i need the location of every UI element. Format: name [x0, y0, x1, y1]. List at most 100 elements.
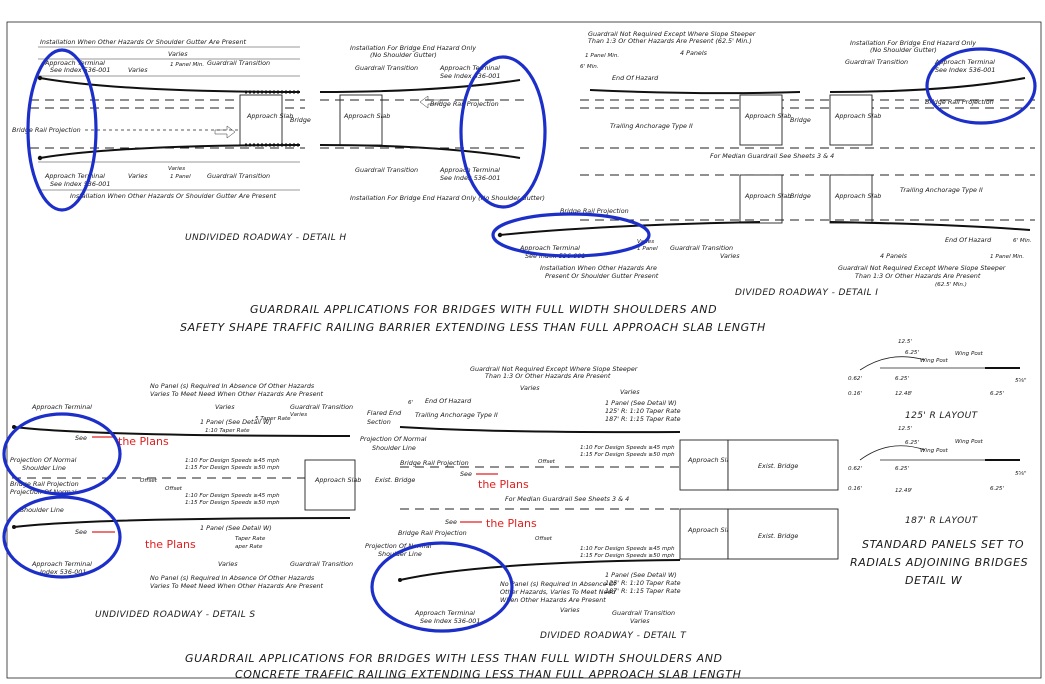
- svg-text:Exist. Bridge: Exist. Bridge: [758, 462, 798, 470]
- svg-text:1:15 For Design Speeds ≥50 mph: 1:15 For Design Speeds ≥50 mph: [580, 452, 675, 458]
- svg-text:Guardrail Not Required Except: Guardrail Not Required Except Where Slop…: [838, 264, 1006, 272]
- svg-text:Trailing Anchorage Type II: Trailing Anchorage Type II: [610, 122, 693, 130]
- annotation-circle-t: [370, 541, 514, 633]
- svg-text:Installation When Other Hazard: Installation When Other Hazards Are: [540, 264, 657, 272]
- svg-text:Wing Post: Wing Post: [920, 358, 949, 364]
- svg-text:See Index 536-001: See Index 536-001: [50, 180, 110, 188]
- svg-text:See Index 536-001: See Index 536-001: [50, 66, 110, 74]
- annotation-circle-h-left: [26, 48, 98, 212]
- detail-i-title: DIVIDED ROADWAY - DETAIL I: [735, 288, 878, 298]
- svg-text:Exist. Bridge: Exist. Bridge: [375, 476, 415, 484]
- svg-text:Present Or Shoulder Gutter Pre: Present Or Shoulder Gutter Present: [545, 272, 659, 280]
- svg-text:Approach Terminal: Approach Terminal: [31, 403, 92, 411]
- detail-t: Guardrail Not Required Except Where Slop…: [360, 365, 839, 641]
- detail-h-top-install: Installation When Other Hazards Or Shoul…: [40, 38, 246, 46]
- svg-text:1:15 For Design Speeds ≥50 mph: 1:15 For Design Speeds ≥50 mph: [185, 465, 280, 471]
- svg-text:Guardrail Transition: Guardrail Transition: [355, 166, 418, 174]
- svg-text:Bridge Rail Projection: Bridge Rail Projection: [398, 529, 467, 537]
- layout-125: 125' R LAYOUT: [905, 411, 979, 421]
- svg-text:6': 6': [408, 400, 413, 406]
- detail-h-title: UNDIVIDED ROADWAY - DETAIL H: [185, 233, 347, 243]
- svg-text:Varies: Varies: [560, 606, 580, 614]
- svg-text:12.5': 12.5': [898, 339, 912, 345]
- annotation-circle-i-bottom: [491, 212, 651, 258]
- annotation-circle-s-top: [2, 412, 122, 496]
- svg-text:Approach Slab: Approach Slab: [343, 112, 390, 120]
- svg-text:Shoulder Line: Shoulder Line: [20, 506, 64, 514]
- the-plans-note-3: the Plans: [478, 478, 529, 491]
- layout-187: 187' R LAYOUT: [905, 516, 979, 526]
- svg-text:Approach Slab: Approach Slab: [687, 456, 734, 464]
- detail-h-guardrail-transition: Guardrail Transition: [207, 59, 270, 67]
- svg-text:Approach Terminal: Approach Terminal: [439, 64, 500, 72]
- svg-text:No Panel (s) Required In Absen: No Panel (s) Required In Absence Of Othe…: [150, 382, 315, 390]
- svg-text:See Index 536-001: See Index 536-001: [420, 617, 480, 625]
- svg-text:1:10 For Design Speeds ≥45 mph: 1:10 For Design Speeds ≥45 mph: [580, 546, 675, 552]
- sheet-border: [6, 21, 1042, 679]
- svg-text:125' R: 1:10 Taper Rate: 125' R: 1:10 Taper Rate: [605, 579, 681, 587]
- detail-w: 12.5' 6.25' Wing Post Wing Post 0.62' 0.…: [848, 339, 1028, 587]
- svg-text:12.49': 12.49': [895, 488, 913, 494]
- svg-text:187' R: 1:15 Taper Rate: 187' R: 1:15 Taper Rate: [605, 587, 681, 595]
- svg-text:Wing Post: Wing Post: [955, 439, 984, 445]
- svg-text:See: See: [445, 518, 457, 526]
- annotation-circle-i-top: [925, 47, 1037, 125]
- svg-text:Varies: Varies: [630, 617, 650, 625]
- svg-text:Than 1:3 Or Other Hazards Are: Than 1:3 Or Other Hazards Are Present: [855, 272, 981, 280]
- heading-1-line1: GUARDRAIL APPLICATIONS FOR BRIDGES WITH …: [250, 303, 717, 316]
- svg-text:5⅝": 5⅝": [1015, 471, 1027, 477]
- svg-text:STANDARD PANELS SET TO: STANDARD PANELS SET TO: [862, 538, 1024, 551]
- svg-text:1:10 For Design Speeds ≥45 mph: 1:10 For Design Speeds ≥45 mph: [185, 458, 280, 464]
- svg-text:Varies: Varies: [620, 388, 640, 396]
- svg-text:Varies To Meet Need When Other: Varies To Meet Need When Other Hazards A…: [150, 390, 324, 398]
- the-plans-note-1: the Plans: [118, 435, 169, 448]
- svg-text:For Median Guardrail See Sheet: For Median Guardrail See Sheets 3 & 4: [505, 495, 629, 503]
- svg-text:Bridge Rail Projection: Bridge Rail Projection: [10, 480, 79, 488]
- svg-text:See Index 536-001: See Index 536-001: [440, 72, 500, 80]
- svg-text:Than 1:3 Or Other Hazards Are: Than 1:3 Or Other Hazards Are Present (6…: [588, 37, 752, 45]
- svg-text:1:15 For Design Speeds ≥50 mph: 1:15 For Design Speeds ≥50 mph: [580, 553, 675, 559]
- svg-text:When Other Hazards Are Present: When Other Hazards Are Present: [500, 596, 606, 604]
- detail-h-bridge-rail-projection: Bridge Rail Projection: [12, 126, 81, 134]
- detail-s: No Panel (s) Required In Absence Of Othe…: [10, 382, 415, 620]
- svg-text:Approach Terminal: Approach Terminal: [439, 166, 500, 174]
- svg-text:6' Min.: 6' Min.: [1013, 238, 1032, 244]
- detail-s-title: UNDIVIDED ROADWAY - DETAIL S: [95, 610, 256, 620]
- svg-text:End Of Hazard: End Of Hazard: [425, 397, 472, 405]
- svg-text:Flared End: Flared End: [367, 409, 402, 417]
- svg-text:For Median Guardrail See Sheet: For Median Guardrail See Sheets 3 & 4: [710, 152, 834, 160]
- svg-text:6.25': 6.25': [990, 486, 1004, 492]
- svg-text:Bridge Rail Projection: Bridge Rail Projection: [400, 459, 469, 467]
- svg-text:Approach Terminal: Approach Terminal: [519, 244, 580, 252]
- svg-text:1 Panel Min.: 1 Panel Min.: [990, 254, 1024, 260]
- svg-text:1 Panel (See Detail W): 1 Panel (See Detail W): [200, 524, 272, 532]
- svg-text:6.25': 6.25': [905, 440, 919, 446]
- svg-text:6.25': 6.25': [905, 350, 919, 356]
- svg-text:Bridge Rail Projection: Bridge Rail Projection: [925, 98, 994, 106]
- svg-text:RADIALS ADJOINING BRIDGES: RADIALS ADJOINING BRIDGES: [850, 556, 1028, 569]
- detail-i: Guardrail Not Required Except Where Slop…: [497, 30, 1035, 298]
- svg-text:Bridge: Bridge: [290, 116, 311, 124]
- svg-text:1:10 For Design Speeds ≥45 mph: 1:10 For Design Speeds ≥45 mph: [580, 445, 675, 451]
- svg-text:See: See: [75, 434, 87, 442]
- svg-text:Projection Of Normal: Projection Of Normal: [360, 435, 427, 443]
- svg-text:Offset: Offset: [538, 459, 556, 465]
- svg-text:5 Taper Rate: 5 Taper Rate: [255, 416, 291, 422]
- detail-h-varies: Varies: [168, 50, 188, 58]
- svg-text:Bridge: Bridge: [790, 192, 811, 200]
- svg-text:Projection Of Normal: Projection Of Normal: [10, 456, 77, 464]
- svg-text:Offset: Offset: [165, 486, 183, 492]
- svg-text:Varies: Varies: [520, 384, 540, 392]
- svg-text:187' R: 1:15 Taper Rate: 187' R: 1:15 Taper Rate: [605, 415, 681, 423]
- annotation-circle-s-bottom: [2, 495, 122, 579]
- svg-text:Installation When Other Hazard: Installation When Other Hazards Or Shoul…: [70, 192, 276, 200]
- svg-text:1 Panel (See Detail W): 1 Panel (See Detail W): [605, 399, 677, 407]
- svg-text:Other Hazards, Varies To Meet: Other Hazards, Varies To Meet Need: [500, 588, 616, 596]
- svg-text:(No Shoulder Gutter): (No Shoulder Gutter): [370, 51, 437, 59]
- detail-h-approach-terminal: Approach Terminal: [44, 59, 105, 67]
- svg-text:See: See: [460, 470, 472, 478]
- svg-text:Approach Slab: Approach Slab: [744, 112, 791, 120]
- svg-text:Projection Of Normal: Projection Of Normal: [365, 542, 432, 550]
- svg-text:aper Rate: aper Rate: [235, 544, 263, 550]
